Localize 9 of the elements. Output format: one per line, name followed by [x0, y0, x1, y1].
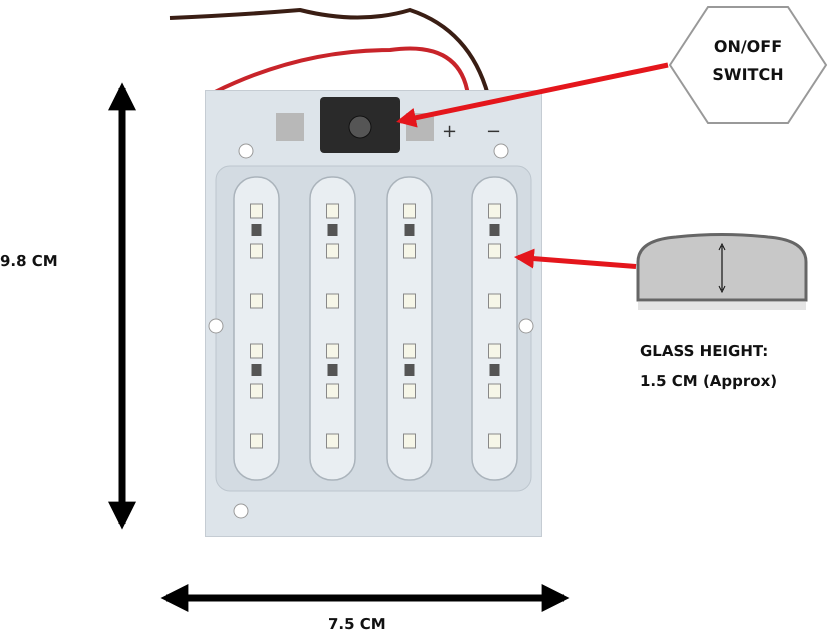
dimension-label: 7.5 CM [328, 615, 386, 633]
terminal-sign: − [486, 121, 502, 142]
callout-text: ON/OFF SWITCH [711, 36, 785, 86]
leader-arrow [396, 62, 669, 128]
dimension-label: 9.8 CM [0, 252, 58, 270]
terminal-sign: + [442, 121, 458, 142]
led-board-drawing [205, 90, 542, 537]
leader-arrow [514, 248, 636, 269]
glass-height-text: GLASS HEIGHT: 1.5 CM (Approx) [640, 341, 778, 392]
